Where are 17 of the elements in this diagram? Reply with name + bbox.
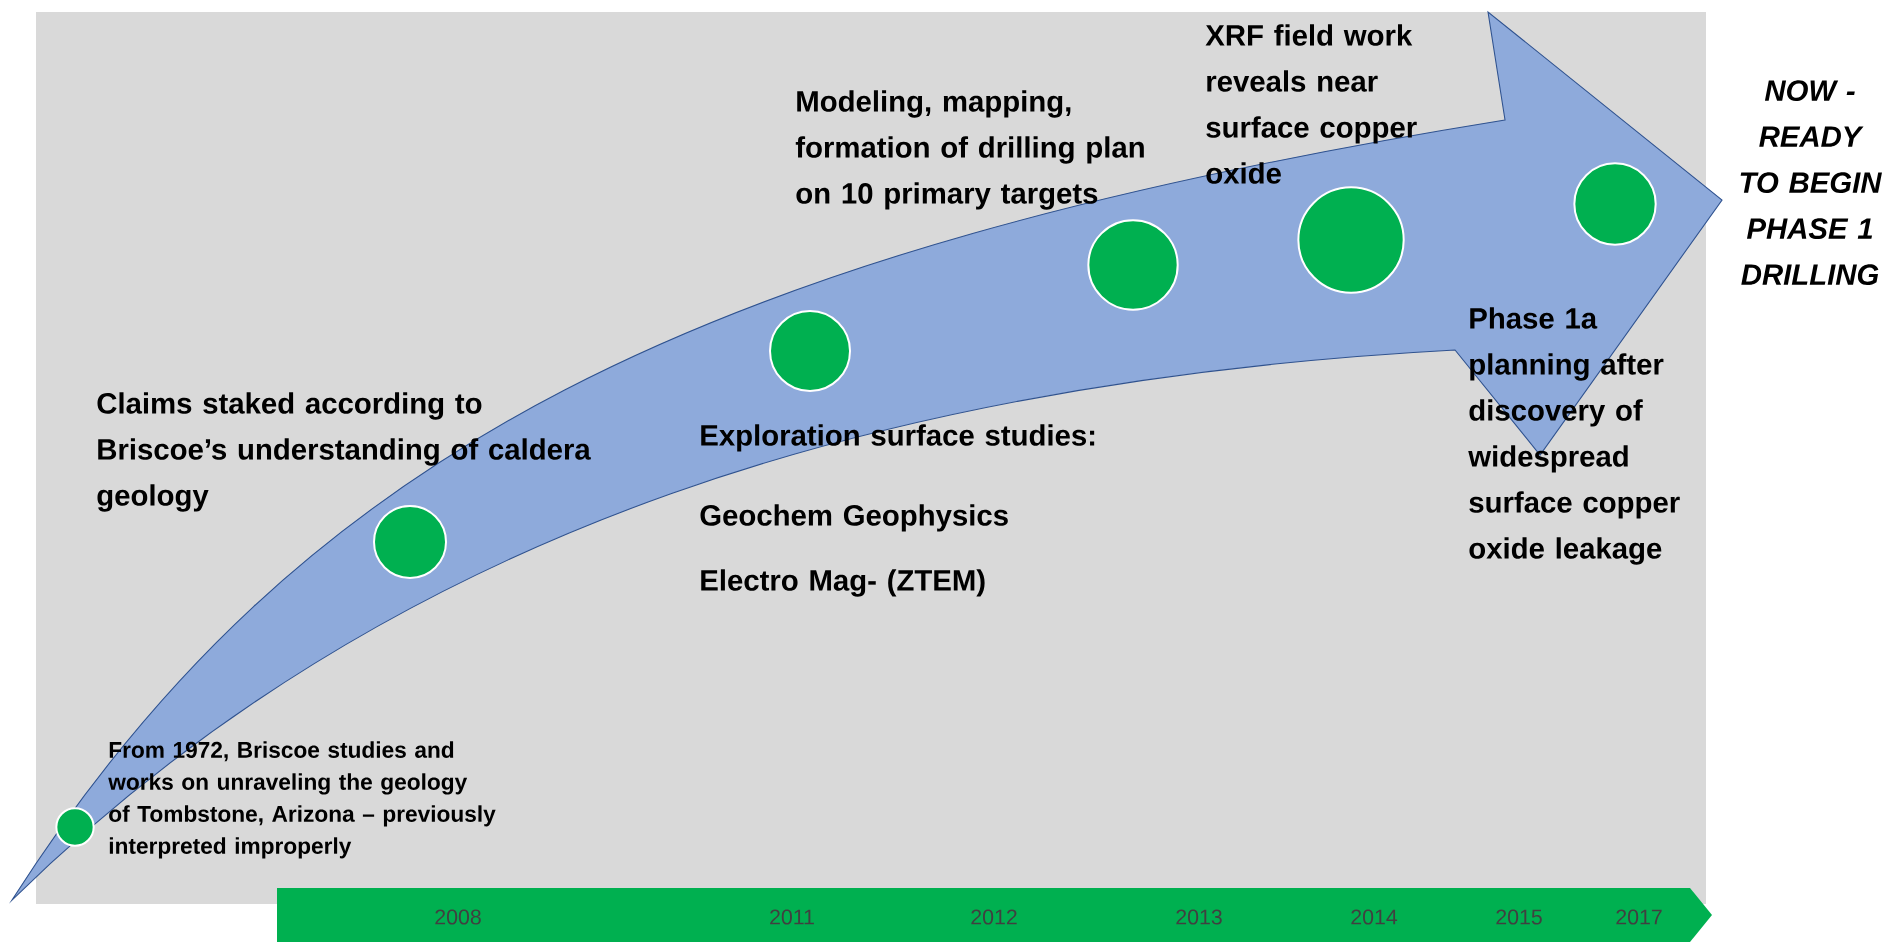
milestone-dot (373, 505, 447, 579)
milestone-dot (1087, 219, 1179, 311)
year-label: 2014 (1351, 909, 1398, 925)
year-label: 2015 (1496, 909, 1542, 925)
year-label: 2012 (971, 909, 1017, 925)
year-label: 2011 (770, 909, 814, 925)
milestone-text: Geochem Geophysics (700, 504, 1008, 532)
year-label: 2017 (1616, 909, 1662, 925)
timeline-bar (277, 888, 1712, 942)
year-label: 2008 (435, 909, 481, 925)
milestone-text: Claims staked according to Briscoe’s understanding of caldera geology (97, 392, 591, 512)
milestone-dot (1573, 162, 1657, 246)
milestone-text: Electro Mag- (ZTEM) (701, 569, 985, 597)
year-label: 2013 (1176, 909, 1222, 925)
milestone-dot (1297, 186, 1405, 294)
milestone-dot (55, 807, 95, 847)
milestone-dot (769, 310, 851, 392)
